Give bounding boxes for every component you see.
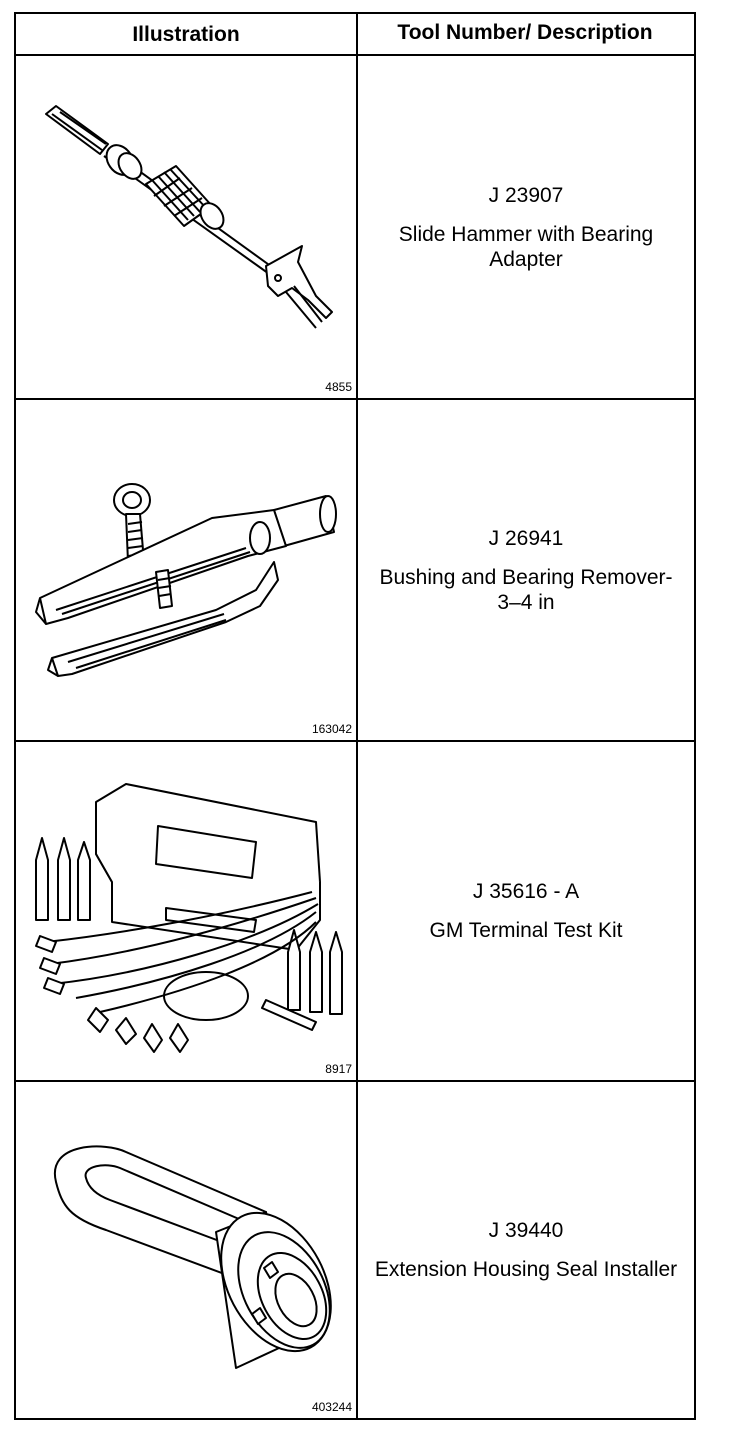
- bushing-remover-illustration: [35, 483, 337, 677]
- seal-installer-illustration: [53, 1145, 332, 1369]
- table-row: 8917 J 35616 - A GM Terminal Test Kit: [16, 742, 694, 1082]
- tool-number: J 23907: [488, 183, 564, 207]
- illustration-cell: 8917: [16, 742, 356, 1080]
- tool-table: Illustration Tool Number/ Description: [14, 12, 696, 1420]
- description-cell: J 23907 Slide Hammer with Bearing Adapte…: [358, 56, 694, 398]
- tool-number: J 39440: [488, 1219, 564, 1242]
- description-cell: J 39440 Extension Housing Seal Installer: [358, 1082, 694, 1418]
- header-illustration: Illustration: [132, 23, 240, 46]
- tool-description: GM Terminal Test Kit: [429, 919, 623, 942]
- description-cell: J 35616 - A GM Terminal Test Kit: [358, 742, 694, 1080]
- table-row: 4855 J 23907 Slide Hammer with Bearing A…: [16, 56, 694, 400]
- figure-number: 4855: [325, 380, 352, 394]
- tool-number: J 26941: [488, 526, 564, 550]
- illustration-cell: 403244: [16, 1082, 356, 1418]
- tool-description: Extension Housing Seal Installer: [374, 1258, 678, 1281]
- illustration-cell: 163042: [16, 400, 356, 740]
- tool-number: J 35616 - A: [472, 880, 580, 903]
- slide-hammer-illustration: [45, 105, 333, 329]
- table-header: Illustration Tool Number/ Description: [16, 14, 694, 56]
- table-row: 163042 J 26941 Bushing and Bearing Remov…: [16, 400, 694, 742]
- figure-number: 403244: [311, 1400, 352, 1414]
- tool-description: Bushing and Bearing Remover-3–4 in: [379, 565, 673, 614]
- terminal-test-kit-illustration: [35, 783, 343, 1053]
- tool-description: Slide Hammer with Bearing Adapter: [398, 222, 654, 271]
- header-tool-description: Tool Number/ Description: [397, 21, 653, 44]
- column-divider: [356, 14, 358, 1418]
- description-cell: J 26941 Bushing and Bearing Remover-3–4 …: [358, 400, 694, 740]
- illustration-cell: 4855: [16, 56, 356, 398]
- figure-number: 163042: [311, 722, 352, 736]
- table-row: 403244 J 39440 Extension Housing Seal In…: [16, 1082, 694, 1418]
- figure-number: 8917: [325, 1062, 352, 1076]
